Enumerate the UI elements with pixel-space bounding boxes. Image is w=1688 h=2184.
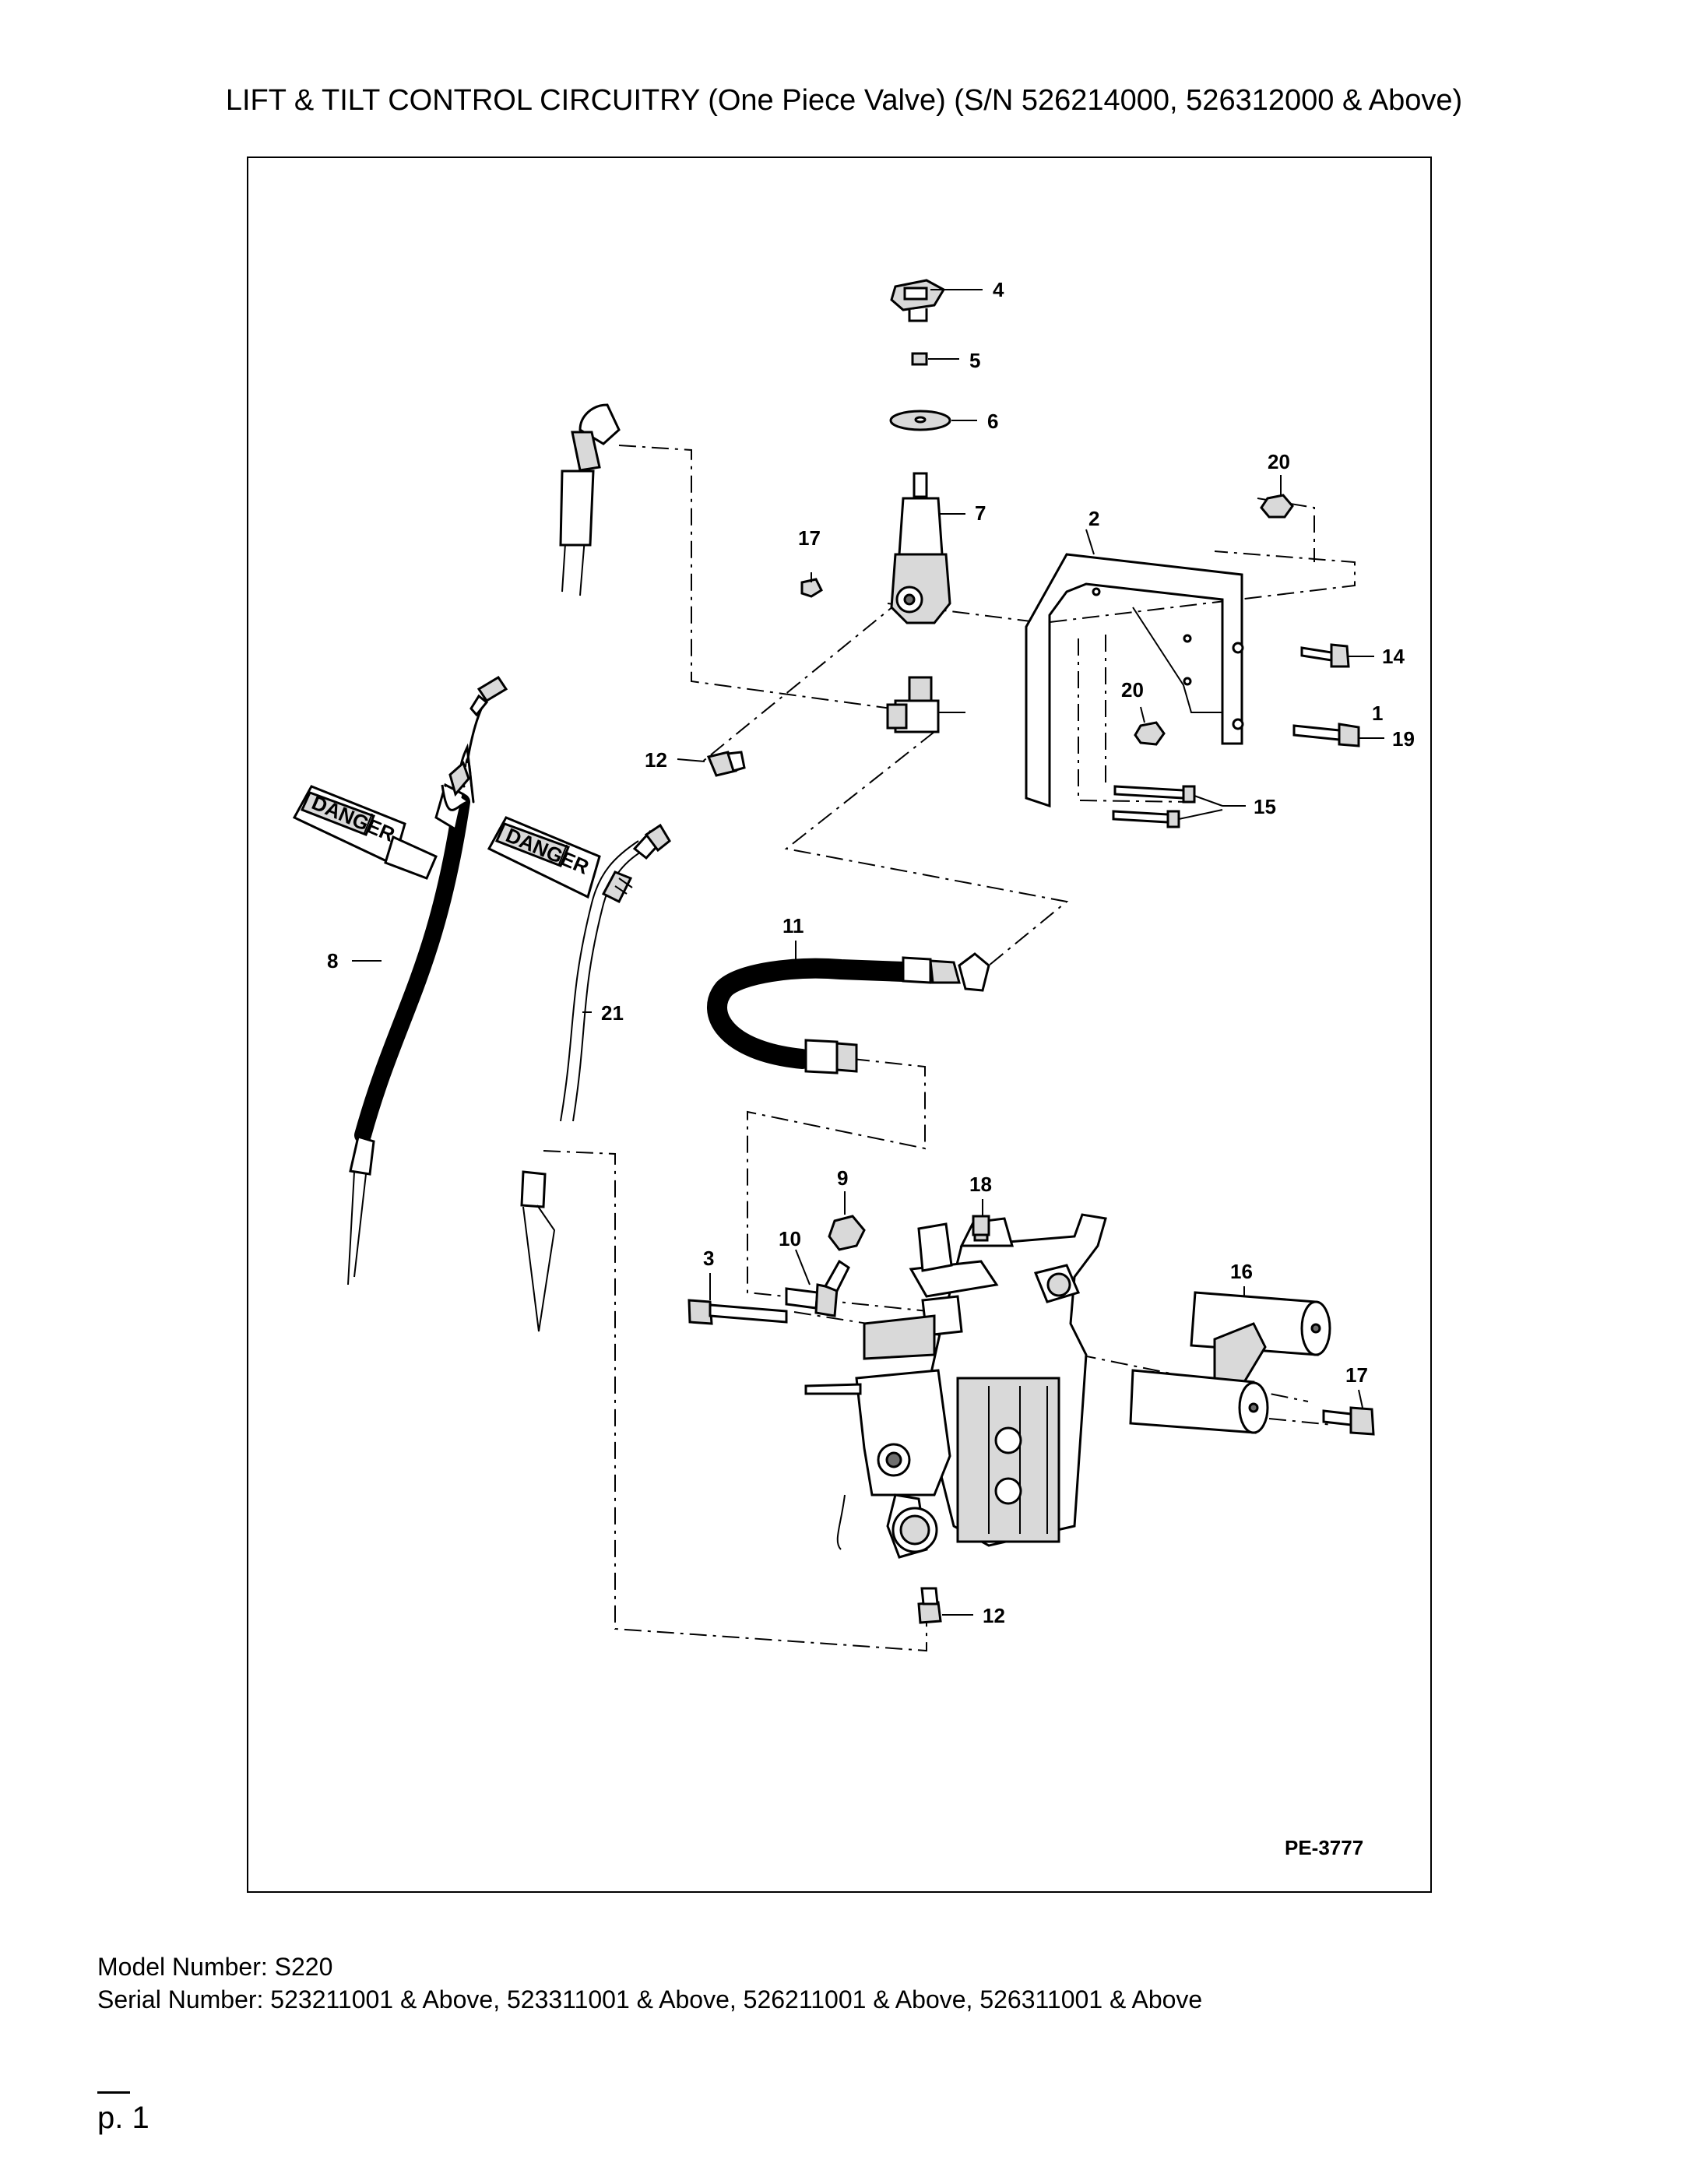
part-19-bolt [1292,723,1360,747]
callout-20-lower: 20 [1121,678,1144,702]
callout-16: 16 [1230,1260,1253,1283]
callout-2: 2 [1088,507,1099,530]
callout-5: 5 [969,349,980,372]
danger-tag-1: DANGER [292,785,438,880]
part-16-cylinder [1129,1291,1331,1434]
part-13-bolt [1300,643,1350,668]
part-15-nut [800,578,823,598]
part-14-bolts [1112,785,1223,828]
callout-13: 14 [1382,645,1405,668]
part-18-plug [972,1215,990,1236]
part-4-cap [890,279,946,322]
part-10-tee [785,1259,850,1317]
part-17-bolt [1322,1406,1375,1436]
page-rule [97,2091,130,2094]
callout-11: 11 [782,914,804,937]
callout-numbers: 4 5 6 7 17 2 20 1 12 14 19 20 15 8 21 11… [327,278,1415,1859]
callout-21: 21 [601,1001,624,1025]
part-12-fitting-lower [917,1587,942,1624]
serial-number: Serial Number: 523211001 & Above, 523311… [97,1985,1203,2013]
page-title: LIFT & TILT CONTROL CIRCUITRY (One Piece… [225,84,1463,117]
part-3-bolt [688,1299,788,1325]
part-11-hose [707,952,990,1074]
diagram-frame [247,157,1432,1893]
part-5-nut [911,352,928,366]
callout-12-lower: 12 [983,1604,1005,1627]
callout-9: 9 [837,1166,848,1190]
callout-20-upper: 20 [1268,450,1290,473]
callout-8: 8 [327,949,338,972]
callout-1: 1 [1372,702,1383,725]
part-12-fitting-upper [706,751,746,777]
diagram-code: PE-3777 [1285,1836,1363,1859]
part-2-bracket [1025,553,1244,808]
part-6-washer [889,410,951,431]
part-21-tube [520,823,671,1332]
callout-14: 15 [1254,795,1276,818]
callout-15: 17 [798,526,821,550]
callout-17: 17 [1345,1363,1368,1387]
part-1-elbow [886,676,940,733]
callout-18: 18 [969,1173,992,1196]
callout-6: 6 [987,410,998,433]
part-20-nut-lower [1134,721,1166,746]
part-8-hose [347,675,508,1285]
callout-4: 4 [993,278,1004,301]
danger-tag-2: DANGER [487,816,601,899]
callout-12-upper: 12 [645,748,667,772]
part-9-nut [828,1215,866,1251]
part-20-nut-upper [1260,494,1294,519]
control-valve-assembly [804,1213,1107,1559]
page-number: p. 1 [97,2101,149,2135]
callout-3: 3 [703,1247,714,1270]
leader-lines [352,289,1384,1616]
callout-7: 7 [975,501,986,525]
model-number: Model Number: S220 [97,1953,333,1981]
upper-hose [559,403,621,596]
callout-19: 19 [1392,727,1415,751]
callout-10: 10 [779,1227,801,1250]
part-7-valve [890,472,951,624]
